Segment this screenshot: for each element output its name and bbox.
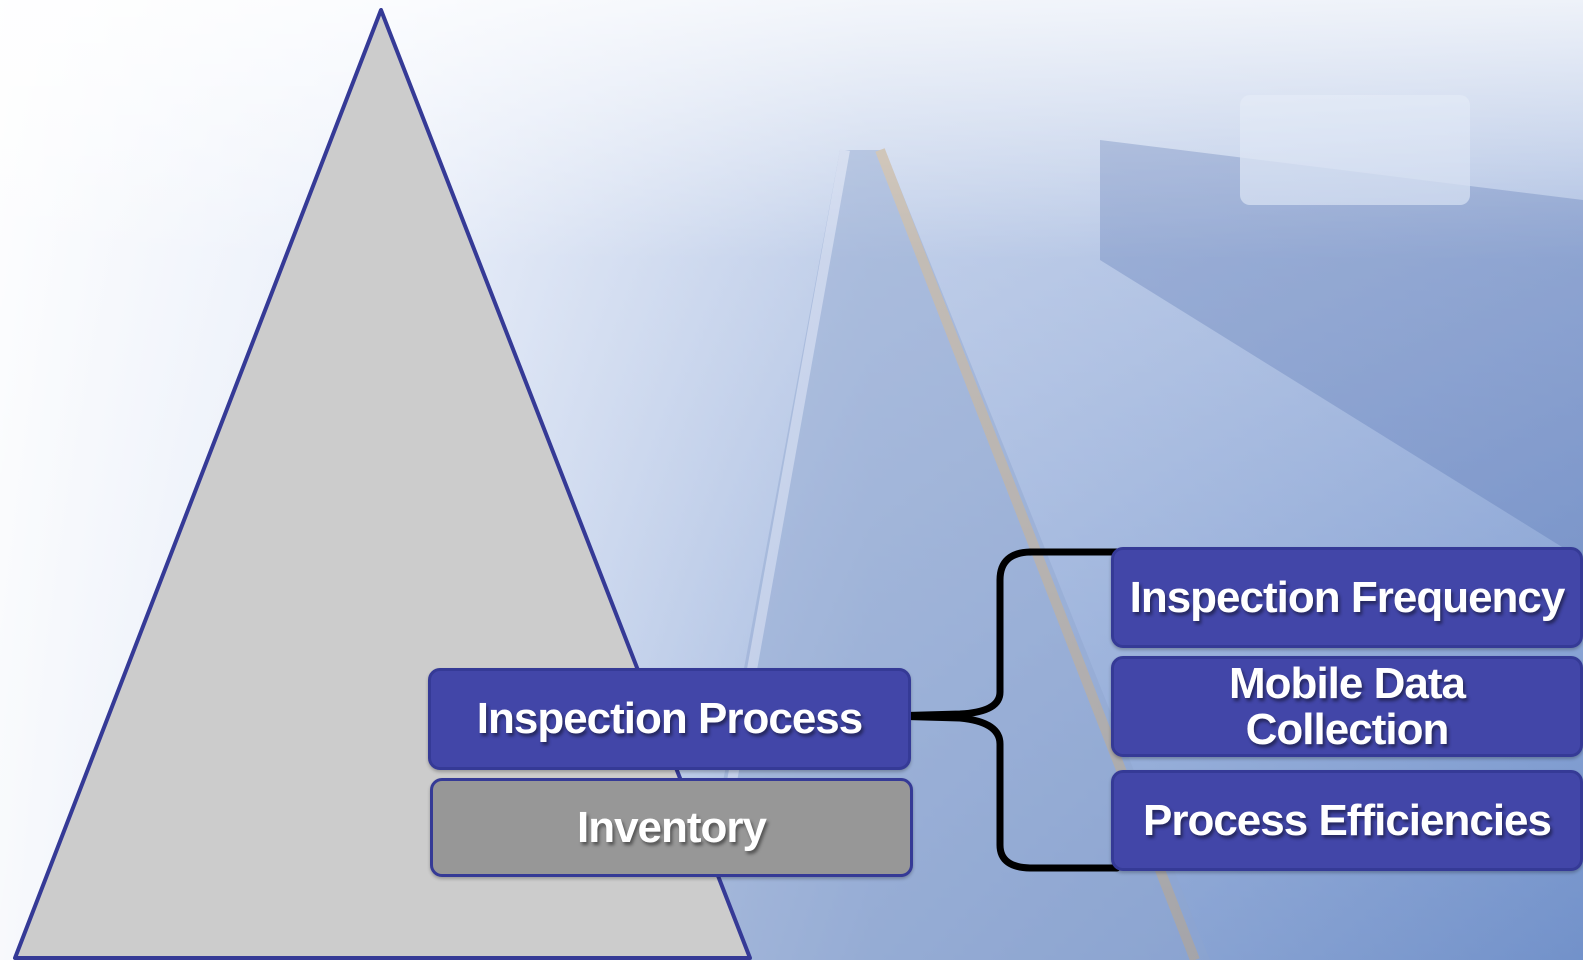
mobile-data-collection-label: Mobile Data Collection <box>1229 658 1466 754</box>
inventory-box: Inventory <box>430 778 913 877</box>
bracket-connector <box>882 548 1121 720</box>
inspection-frequency-box: Inspection Frequency <box>1111 547 1583 648</box>
inspection-frequency-label: Inspection Frequency <box>1129 572 1566 622</box>
mobile-data-collection-box: Mobile Data Collection <box>1111 656 1583 757</box>
process-efficiencies-label: Process Efficiencies <box>1142 795 1552 845</box>
inspection-process-label: Inspection Process <box>476 694 863 743</box>
bracket-connector-lower <box>882 712 1121 872</box>
process-efficiencies-box: Process Efficiencies <box>1111 770 1583 871</box>
background-haze <box>0 0 1583 260</box>
inspection-process-box: Inspection Process <box>428 668 911 770</box>
inventory-label: Inventory <box>576 802 767 852</box>
